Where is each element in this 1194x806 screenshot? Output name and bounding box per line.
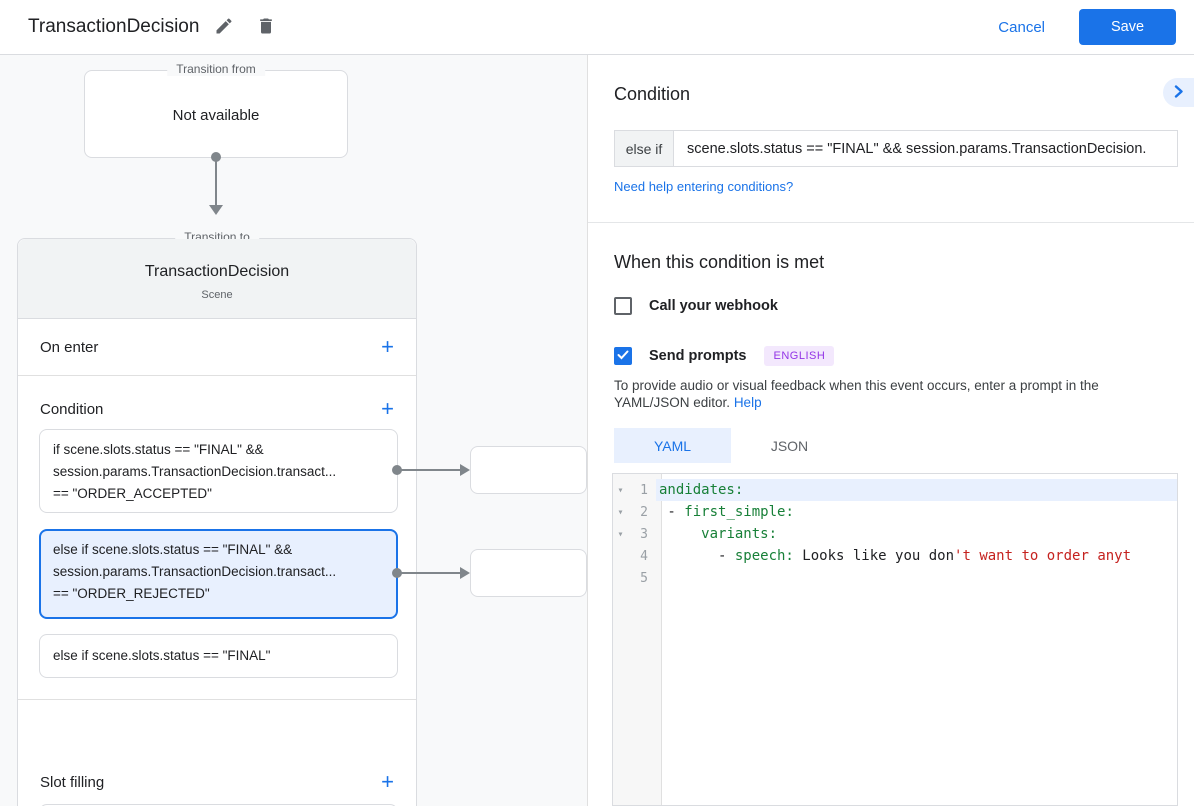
panel-divider [588,222,1194,223]
add-condition-button[interactable]: + [381,396,394,421]
connector-dot [211,152,221,162]
scene-title: TransactionDecision [144,263,290,280]
slot-filling-label: Slot filling [40,773,105,791]
fold-arrow-icon[interactable]: ▾ [617,506,624,518]
fold-arrow-icon[interactable]: ▾ [617,484,624,496]
scene-subtitle: Scene [201,289,233,301]
checkmark-icon [617,347,629,365]
chevron-right-icon [1174,84,1184,101]
line-number: 1 [640,482,648,498]
flow-canvas: Transition from Not available Transition… [0,55,587,806]
add-on-enter-button[interactable]: + [381,334,394,359]
call-webhook-label: Call your webhook [649,298,778,314]
arrow-right-icon [460,567,470,579]
condition-text: session.params.TransactionDecision.trans… [53,464,337,479]
condition-input[interactable] [673,130,1178,167]
line-number: 5 [640,570,648,586]
call-webhook-checkbox[interactable] [614,297,632,315]
editor-tabs: YAML JSON [614,428,848,463]
language-badge: ENGLISH [764,346,835,366]
condition-label: Condition [40,400,104,418]
condition-panel-heading: Condition [614,84,691,104]
condition-card-final[interactable]: else if scene.slots.status == "FINAL" [39,634,398,678]
transition-to-node: Transition to TransactionDecision Scene … [17,230,417,806]
tab-yaml[interactable]: YAML [614,428,731,463]
add-slot-button[interactable]: + [381,769,394,794]
line-number: 4 [640,548,648,564]
code-line: ▾ 2 - first_simple: [613,501,1177,523]
condition-card-accepted[interactable]: if scene.slots.status == "FINAL" && sess… [39,429,398,513]
delete-button[interactable] [249,10,283,44]
top-bar: TransactionDecision Cancel Save [0,0,1194,55]
condition-editor-row: else if [614,130,1178,167]
connector-line [215,159,217,205]
editor-gutter [613,474,662,805]
yaml-editor[interactable]: ▾ 1 andidates: ▾ 2 - first_simple: ▾ 3 v… [612,473,1178,806]
when-condition-heading: When this condition is met [614,252,825,272]
code-line: ▾ 1 andidates: [613,479,1177,501]
code-line: 4 - speech: Looks like you don't want to… [613,545,1177,567]
connector-line [400,469,462,471]
connector-line [400,572,462,574]
transition-target-box[interactable] [470,446,587,494]
prompt-hint-text: To provide audio or visual feedback when… [614,377,1172,411]
save-button[interactable]: Save [1079,9,1176,45]
send-prompts-checkbox[interactable] [614,347,632,365]
line-number: 2 [640,504,648,520]
edit-button[interactable] [207,10,241,44]
trash-icon [256,16,276,39]
send-prompts-label: Send prompts [649,348,747,364]
collapse-panel-button[interactable] [1163,78,1194,107]
condition-text: if scene.slots.status == "FINAL" && [53,442,264,457]
condition-text: == "ORDER_ACCEPTED" [53,486,212,501]
condition-card-rejected[interactable]: else if scene.slots.status == "FINAL" &&… [39,529,398,619]
fold-arrow-icon[interactable]: ▾ [617,528,624,540]
send-prompts-row: Send prompts ENGLISH [614,346,835,366]
detail-panel: Condition else if Need help entering con… [587,55,1194,806]
webhook-row: Call your webhook [614,297,778,315]
section-divider [18,699,416,700]
condition-text: else if scene.slots.status == "FINAL" [53,648,271,663]
slot-filling-section: Slot filling + [18,764,416,800]
conditions-help-link[interactable]: Need help entering conditions? [614,179,794,194]
condition-section: Condition + [18,391,416,427]
condition-text: else if scene.slots.status == "FINAL" && [53,542,293,557]
on-enter-section: On enter + [18,319,416,376]
transition-target-box[interactable] [470,549,587,597]
transition-from-node: Transition from Not available [84,62,348,158]
scene-header[interactable]: TransactionDecision Scene [18,239,416,319]
on-enter-label: On enter [40,338,99,356]
else-if-label: else if [614,130,673,167]
arrow-down-icon [209,205,223,215]
cancel-button[interactable]: Cancel [998,18,1045,36]
arrow-right-icon [460,464,470,476]
connector-dot [392,568,402,578]
code-line: 5 [613,567,1177,589]
transition-from-legend: Transition from [167,62,265,76]
transition-from-value: Not available [172,107,260,124]
connector-dot [392,465,402,475]
line-number: 3 [640,526,648,542]
tab-json[interactable]: JSON [731,428,848,463]
condition-text: session.params.TransactionDecision.trans… [53,564,337,579]
hint-help-link[interactable]: Help [733,395,762,410]
condition-text: == "ORDER_REJECTED" [53,586,210,601]
code-line: ▾ 3 variants: [613,523,1177,545]
pencil-icon [214,16,234,39]
hint-sentence: To provide audio or visual feedback when… [614,378,1099,410]
page-title: TransactionDecision [28,16,200,37]
